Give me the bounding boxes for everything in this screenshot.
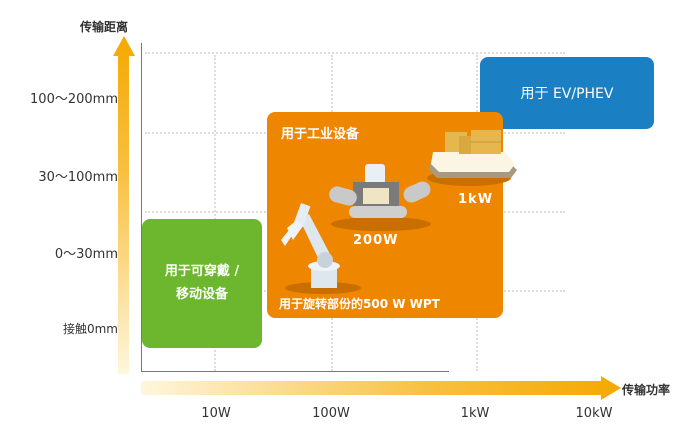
x-tick: 100W bbox=[312, 406, 350, 421]
agv-cart-icon bbox=[427, 130, 517, 186]
robot-power-label: 200W bbox=[353, 233, 399, 248]
crawler-robot-icon bbox=[329, 164, 431, 231]
robot-arm-icon bbox=[281, 202, 361, 294]
y-tick: 0～30mm bbox=[54, 247, 118, 262]
grid-line bbox=[214, 55, 216, 371]
x-tick: 1kW bbox=[460, 406, 490, 421]
wearable-region: 用于可穿戴 / 移动设备 bbox=[142, 219, 262, 348]
agv-power-label: 1kW bbox=[458, 192, 494, 207]
y-tick: 30～100mm bbox=[38, 170, 118, 185]
x-axis-title: 传输功率 bbox=[622, 383, 671, 397]
y-axis-title: 传输距离 bbox=[80, 20, 129, 34]
industrial-title: 用于工业设备 bbox=[281, 127, 360, 142]
ev-region: 用于 EV/PHEV bbox=[480, 57, 654, 129]
grid-line bbox=[145, 52, 565, 54]
y-axis-arrow bbox=[113, 36, 135, 374]
x-tick: 10W bbox=[201, 406, 231, 421]
rotary-wpt-label: 用于旋转部份的500 W WPT bbox=[279, 297, 440, 311]
x-tick: 10kW bbox=[575, 406, 613, 421]
y-axis-line bbox=[141, 43, 142, 372]
wearable-label-line2: 移动设备 bbox=[175, 287, 228, 302]
x-axis-line bbox=[141, 371, 449, 372]
x-axis-arrow bbox=[141, 376, 621, 400]
wearable-label-line1: 用于可穿戴 / bbox=[164, 264, 240, 279]
y-tick: 100～200mm bbox=[30, 92, 118, 107]
industrial-region: 用于工业设备 1kW 200W 用于旋转部份的500 W WPT bbox=[267, 112, 517, 318]
y-tick: 接触0mm bbox=[62, 322, 118, 336]
ev-label: 用于 EV/PHEV bbox=[520, 86, 614, 102]
